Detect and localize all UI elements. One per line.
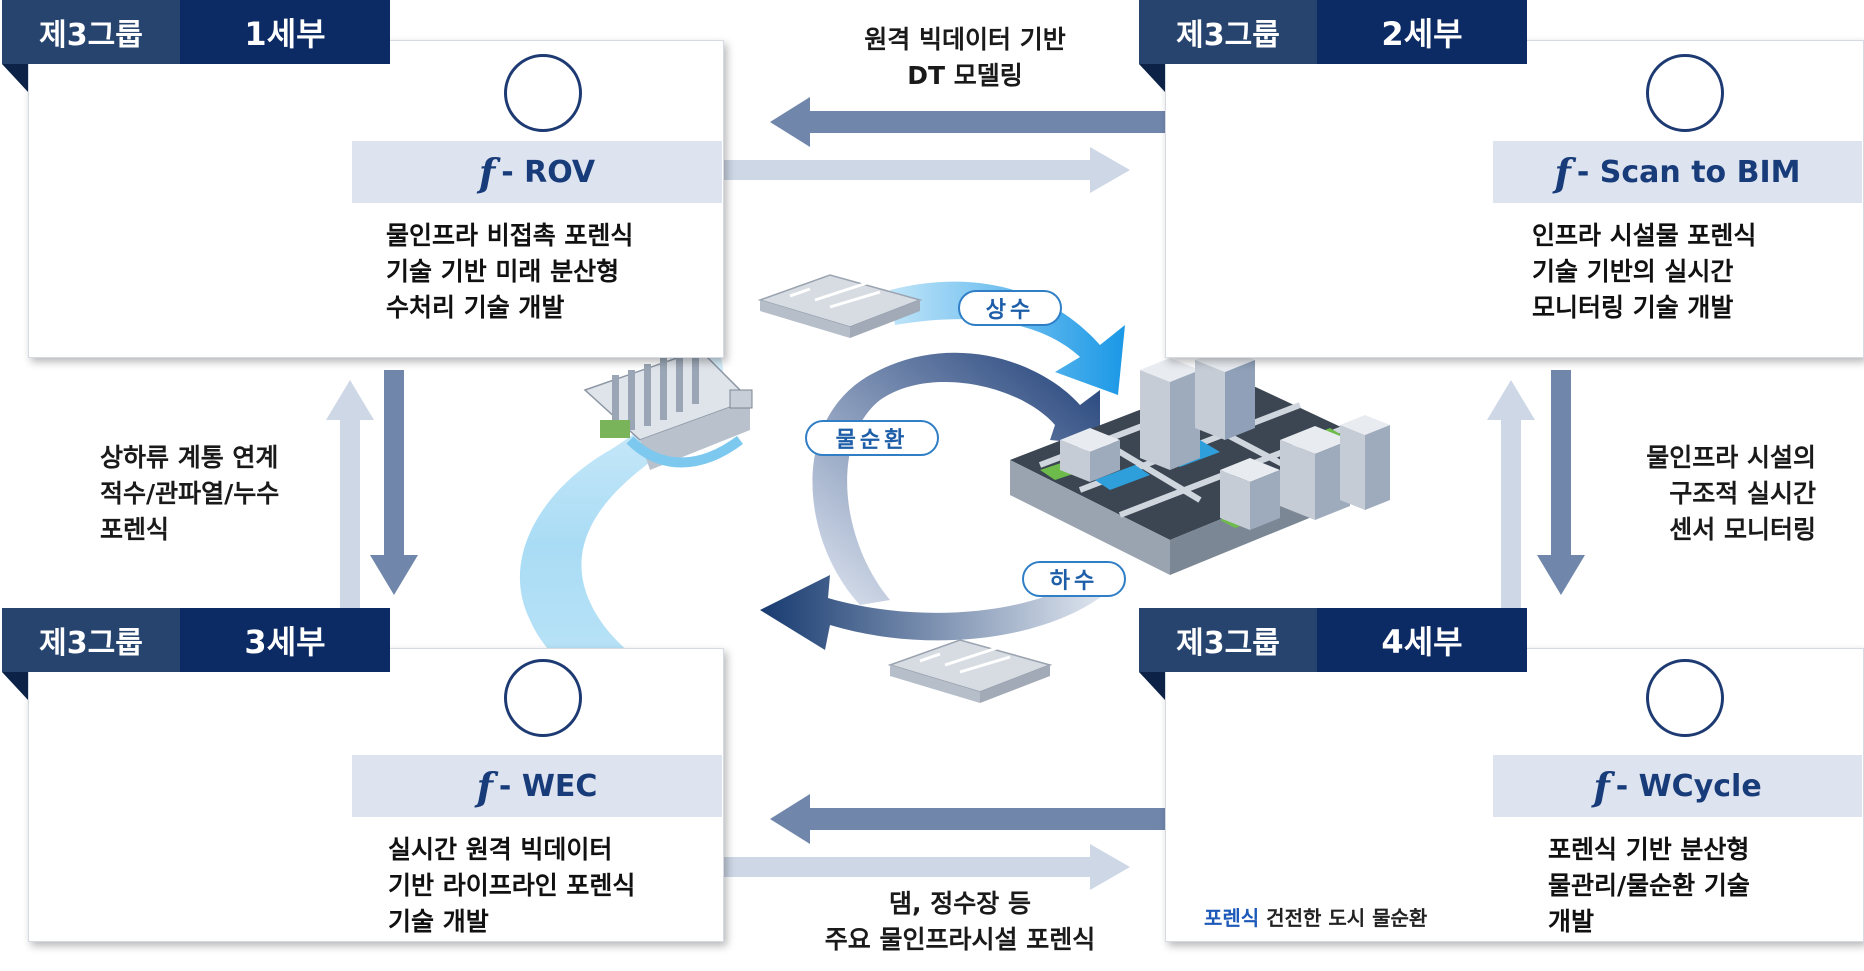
water-cycle-arrow bbox=[812, 352, 1100, 605]
banner-module-1: 제3그룹 1세부 bbox=[2, 0, 390, 64]
sewage-arrow bbox=[760, 570, 1110, 650]
supply-arrow bbox=[890, 281, 1125, 395]
green-roof-icon bbox=[1646, 659, 1724, 737]
lidar-scanner-icon bbox=[1646, 54, 1724, 132]
water-energy-icon bbox=[504, 659, 582, 737]
image-caption: 포렌식 건전한 도시 물순환 bbox=[1204, 906, 1428, 930]
module-title-wcycle: f - WCycle bbox=[1493, 755, 1862, 817]
arrow-left-up bbox=[326, 380, 374, 610]
sewage-pill: 하수 bbox=[1022, 561, 1126, 597]
module-title-rov: f - ROV bbox=[352, 141, 722, 203]
supply-pill: 상수 bbox=[958, 290, 1062, 326]
banner-fold bbox=[1139, 64, 1165, 92]
banner-module-4: 제3그룹 4세부 bbox=[1139, 608, 1527, 672]
sub-project-label: 3세부 bbox=[180, 608, 390, 672]
f-symbol: f bbox=[1593, 763, 1610, 809]
group-label: 제3그룹 bbox=[1139, 0, 1317, 64]
banner-fold bbox=[2, 672, 28, 700]
module-title-text: - WCycle bbox=[1615, 768, 1762, 804]
banner-fold bbox=[1139, 672, 1165, 700]
arrow-right-up bbox=[1487, 380, 1535, 610]
sub-project-label: 2세부 bbox=[1317, 0, 1527, 64]
treatment-plant-top bbox=[757, 274, 923, 338]
banner-module-2: 제3그룹 2세부 bbox=[1139, 0, 1527, 64]
module-title-text: - Scan to BIM bbox=[1576, 154, 1801, 190]
city-model bbox=[1010, 348, 1390, 575]
sub-project-label: 1세부 bbox=[180, 0, 390, 64]
f-symbol: f bbox=[1554, 149, 1571, 195]
treatment-plant-bottom bbox=[887, 639, 1053, 703]
arrow-left-down bbox=[370, 370, 418, 595]
module-title-wec: f - WEC bbox=[352, 755, 722, 817]
water-cycle-pill: 물순환 bbox=[805, 420, 939, 456]
module-title-text: - ROV bbox=[501, 154, 596, 190]
banner-fold bbox=[2, 64, 28, 92]
arrow-top-left bbox=[770, 97, 1165, 147]
banner-module-3: 제3그룹 3세부 bbox=[2, 608, 390, 672]
module-title-scan-to-bim: f - Scan to BIM bbox=[1493, 141, 1862, 203]
arrow-right-down bbox=[1537, 370, 1585, 595]
sub-project-label: 4세부 bbox=[1317, 608, 1527, 672]
arrow-top-right bbox=[720, 147, 1130, 193]
f-symbol: f bbox=[476, 763, 493, 809]
arrow-bottom-right bbox=[720, 844, 1130, 890]
dam bbox=[583, 346, 753, 470]
rov-icon bbox=[504, 54, 582, 132]
f-symbol: f bbox=[478, 149, 496, 195]
group-label: 제3그룹 bbox=[1139, 608, 1317, 672]
arrow-bottom-left bbox=[770, 794, 1165, 844]
group-label: 제3그룹 bbox=[2, 0, 180, 64]
group-label: 제3그룹 bbox=[2, 608, 180, 672]
module-title-text: - WEC bbox=[498, 768, 598, 804]
